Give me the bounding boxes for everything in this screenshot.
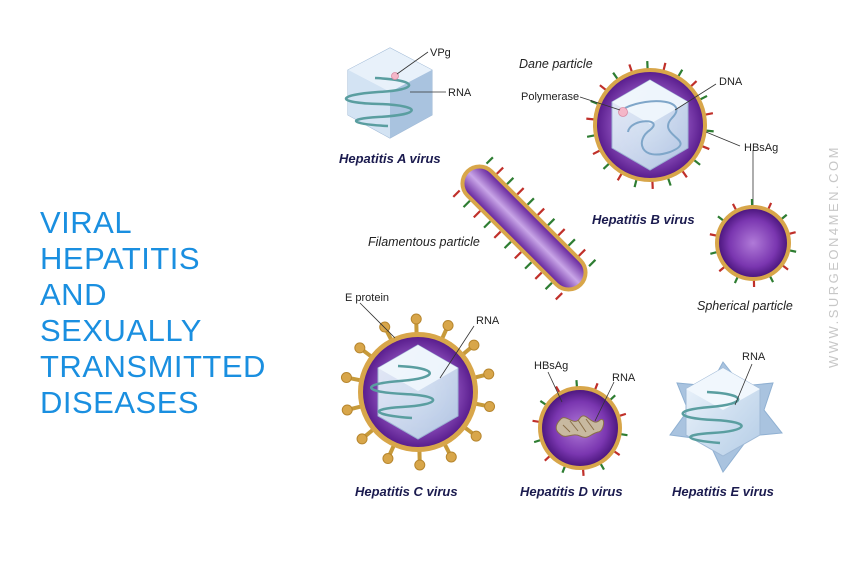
spike xyxy=(514,251,522,260)
caption-hepatitis-e: Hepatitis E virus xyxy=(672,484,774,499)
spike xyxy=(503,241,512,249)
spike xyxy=(526,197,535,206)
title-line: SEXUALLY xyxy=(40,313,202,348)
spike xyxy=(524,261,533,270)
spike xyxy=(557,228,566,237)
label-rna: RNA xyxy=(448,87,472,99)
caption-spherical: Spherical particle xyxy=(697,299,793,313)
caption-hepatitis-d: Hepatitis D virus xyxy=(520,484,623,499)
e-protein-head xyxy=(468,339,480,351)
spike xyxy=(555,292,563,301)
label-polymerase: Polymerase xyxy=(521,91,579,103)
label-rna-e: RNA xyxy=(742,351,766,363)
spike xyxy=(485,156,494,165)
hepatitis-d-virus: HBsAg RNA Hepatitis D virus xyxy=(520,360,636,499)
title-line: HEPATITIS xyxy=(40,241,201,276)
caption-hepatitis-a: Hepatitis A virus xyxy=(339,151,441,166)
hepatitis-c-virus: E protein RNA Hepatitis C virus xyxy=(340,292,500,499)
spike xyxy=(462,199,471,208)
caption-filamentous: Filamentous particle xyxy=(368,235,480,249)
title-line: VIRAL xyxy=(40,205,133,240)
e-protein-head xyxy=(484,401,496,413)
spike xyxy=(495,166,504,175)
filamentous-particle: Filamentous particle xyxy=(368,156,597,301)
label-rna-c: RNA xyxy=(476,315,500,327)
spike xyxy=(473,210,481,219)
e-protein-head xyxy=(379,321,391,333)
e-protein-head xyxy=(340,371,352,383)
spike xyxy=(544,282,553,290)
spherical-particle: Spherical particle xyxy=(697,150,797,313)
label-dna: DNA xyxy=(719,76,743,88)
label-rna-d: RNA xyxy=(612,372,636,384)
e-protein-head xyxy=(354,342,366,354)
spike xyxy=(567,238,576,247)
label-vpg: VPg xyxy=(430,47,451,59)
e-protein-head xyxy=(445,451,457,463)
spike xyxy=(506,177,515,185)
spike xyxy=(493,230,502,239)
e-protein-head xyxy=(414,459,426,471)
e-protein-head xyxy=(382,453,394,465)
hepatitis-b-virus: Dane particle Polymerase DNA HBsAg Hepat… xyxy=(519,57,778,227)
spike xyxy=(537,207,545,216)
spike xyxy=(534,271,543,280)
e-protein-spikes xyxy=(340,313,496,471)
title-line: DISEASES xyxy=(40,385,200,420)
spike xyxy=(483,220,492,229)
e-protein-head xyxy=(470,430,482,442)
label-e-protein: E protein xyxy=(345,292,389,304)
caption-hepatitis-b: Hepatitis B virus xyxy=(592,212,695,227)
e-protein-head xyxy=(410,313,422,325)
e-protein-head xyxy=(341,404,353,416)
hepatitis-a-virus: VPg RNA Hepatitis A virus xyxy=(339,47,472,166)
e-protein-head xyxy=(356,433,368,445)
spike xyxy=(516,187,525,196)
spike xyxy=(588,259,597,267)
caption-hepatitis-c: Hepatitis C virus xyxy=(355,484,458,499)
title-line: AND xyxy=(40,277,107,312)
label-dane-particle: Dane particle xyxy=(519,57,593,71)
spike xyxy=(578,248,586,257)
hepatitis-e-virus: RNA Hepatitis E virus xyxy=(669,351,783,499)
label-hbsag: HBsAg xyxy=(744,142,778,154)
e-protein-head xyxy=(483,368,495,380)
spike xyxy=(547,218,556,226)
label-hbsag-d: HBsAg xyxy=(534,360,568,372)
hbsag-spikes xyxy=(452,156,597,301)
spike xyxy=(452,189,461,198)
e-protein-head xyxy=(442,319,454,331)
title-line: TRANSMITTED xyxy=(40,349,266,384)
page-title: VIRAL HEPATITIS AND SEXUALLY TRANSMITTED… xyxy=(40,205,320,421)
